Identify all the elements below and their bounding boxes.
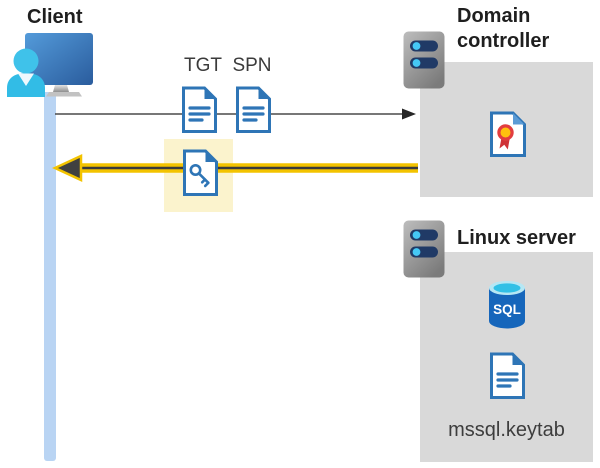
domain-controller-title: Domain controller (457, 4, 549, 54)
client-timeline-bar (44, 92, 56, 461)
linux-server-icon (403, 220, 445, 278)
key-glyph (189, 163, 210, 188)
sql-database-icon: SQL (489, 281, 525, 329)
request-arrow-icon (55, 108, 416, 120)
spn-ticket-document-icon (236, 86, 271, 133)
tgt-label: TGT (184, 55, 222, 76)
tgt-ticket-document-icon (182, 86, 217, 133)
keytab-file-icon (490, 352, 525, 399)
linux-server-title: Linux server (457, 227, 576, 249)
response-arrow-icon (52, 154, 418, 182)
spn-label: SPN (232, 55, 272, 76)
user-computer-icon (7, 33, 93, 97)
domain-controller-title-line1: Domain (457, 5, 531, 27)
sql-label: SQL (493, 302, 521, 317)
domain-controller-title-line2: controller (457, 30, 550, 52)
client-title: Client (27, 6, 83, 28)
certificate-icon (490, 111, 526, 157)
service-ticket-key-document-icon (183, 149, 218, 196)
domain-controller-server-icon (403, 31, 445, 89)
keytab-filename-label: mssql.keytab (448, 419, 565, 441)
